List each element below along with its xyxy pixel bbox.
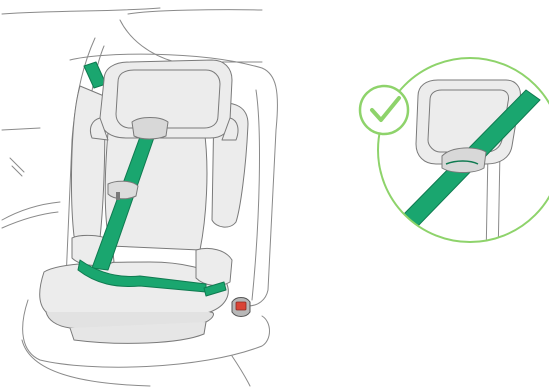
- shoulder-belt-upper: [84, 62, 106, 88]
- child-car-seat: [40, 60, 248, 343]
- vehicle-seat-back-inner: [252, 90, 259, 300]
- chest-clip: [108, 181, 138, 199]
- vehicle-seat-cushion-front: [22, 340, 150, 386]
- side-wing-left: [72, 86, 105, 242]
- armrest-right: [196, 248, 232, 285]
- door-line: [2, 128, 40, 130]
- seat-belt-buckle: [232, 298, 250, 317]
- chest-clip-slot: [116, 192, 120, 200]
- zoom-detail: [370, 50, 549, 260]
- buckle-release-button: [236, 302, 246, 310]
- checkmark-badge-circle: [360, 86, 408, 134]
- belt-guide-clip: [132, 118, 168, 140]
- door-handle: [10, 158, 24, 176]
- door-armrest-lower: [2, 212, 58, 228]
- zoom-belt-guide: [442, 148, 486, 173]
- window-frame-line-top: [128, 10, 262, 14]
- checkmark-badge: [360, 86, 408, 134]
- vehicle-seat-cushion-edge: [232, 356, 250, 386]
